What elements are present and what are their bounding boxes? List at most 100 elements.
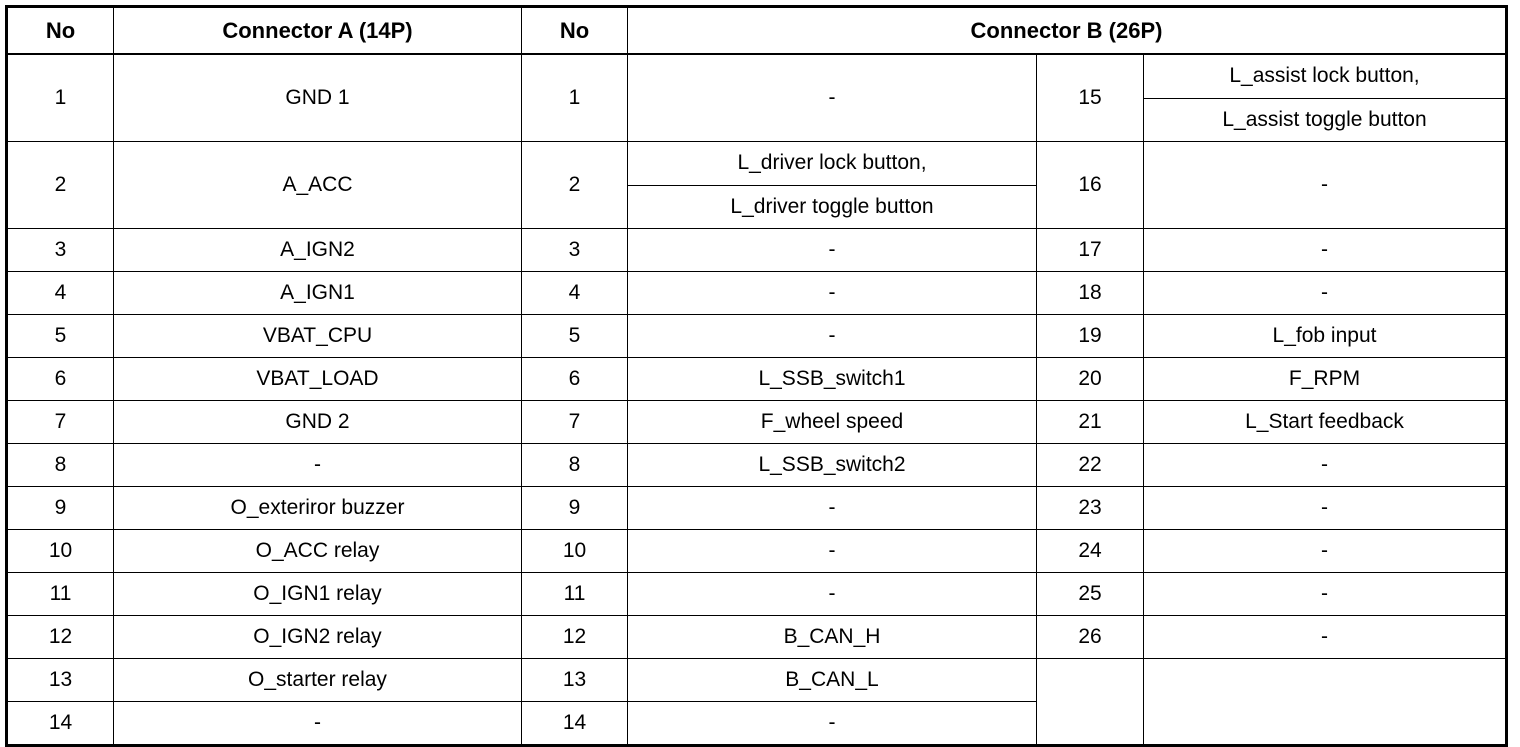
cell-no-a: 9 (6, 486, 114, 530)
cell-signal-a: GND 1 (113, 53, 522, 142)
cell-signal-a: O_IGN1 relay (113, 572, 522, 616)
cell-signal-b1: L_SSB_switch2 (627, 443, 1037, 487)
connector-pinout-table: No Connector A (14P) No Connector B (26P… (5, 5, 1508, 747)
cell-no-b1: 7 (521, 400, 628, 444)
cell-signal-b1-bottom: L_driver toggle button (730, 194, 934, 218)
cell-no-b2: 26 (1036, 615, 1144, 659)
cell-signal-a: A_ACC (113, 141, 522, 229)
cell-no-a: 4 (6, 271, 114, 315)
header-connector-a: Connector A (14P) (113, 6, 522, 55)
cell-signal-b2: - (1143, 443, 1507, 487)
cell-signal-b1: - (627, 529, 1037, 573)
cell-signal-b1: - (627, 701, 1037, 746)
cell-signal-b1: - (627, 228, 1037, 272)
cell-no-b2: 17 (1036, 228, 1144, 272)
table-row: 7 GND 2 7 F_wheel speed 21 L_Start feedb… (6, 400, 1507, 444)
table-body: 1 GND 1 1 - 15 L_assist lock button, L_a… (6, 53, 1507, 746)
cell-signal-b2: - (1143, 529, 1507, 573)
cell-signal-b1-split: L_driver lock button, L_driver toggle bu… (627, 141, 1037, 229)
cell-signal-a: GND 2 (113, 400, 522, 444)
table-row: 5 VBAT_CPU 5 - 19 L_fob input (6, 314, 1507, 358)
cell-no-b2: 16 (1036, 141, 1144, 229)
cell-no-a: 13 (6, 658, 114, 702)
cell-no-b2: 19 (1036, 314, 1144, 358)
cell-no-b2: 20 (1036, 357, 1144, 401)
cell-signal-b1-top: L_driver lock button, (737, 151, 927, 175)
cell-no-b2: 24 (1036, 529, 1144, 573)
header-no-connector-a: No (6, 6, 114, 55)
cell-signal-b2: L_Start feedback (1143, 400, 1507, 444)
cell-no-a: 7 (6, 400, 114, 444)
cell-no-b1: 5 (521, 314, 628, 358)
cell-no-b1: 2 (521, 141, 628, 229)
table-row: 11 O_IGN1 relay 11 - 25 - (6, 572, 1507, 616)
cell-signal-b2: - (1143, 615, 1507, 659)
header-no-connector-b: No (521, 6, 628, 55)
cell-signal-b2-top: L_assist lock button, (1229, 64, 1420, 88)
table-header-row: No Connector A (14P) No Connector B (26P… (6, 6, 1507, 55)
table-row: 10 O_ACC relay 10 - 24 - (6, 529, 1507, 573)
cell-no-a: 14 (6, 701, 114, 746)
table-row: 9 O_exteriror buzzer 9 - 23 - (6, 486, 1507, 530)
cell-no-b1: 8 (521, 443, 628, 487)
cell-signal-b1: B_CAN_H (627, 615, 1037, 659)
cell-signal-a: - (113, 443, 522, 487)
cell-signal-a: - (113, 701, 522, 746)
cell-signal-b2-split: L_assist lock button, L_assist toggle bu… (1143, 53, 1507, 142)
cell-signal-a: O_IGN2 relay (113, 615, 522, 659)
cell-no-b1: 1 (521, 53, 628, 142)
table-row: 1 GND 1 1 - 15 L_assist lock button, L_a… (6, 53, 1507, 142)
cell-no-b2-empty (1036, 658, 1144, 746)
cell-no-b1: 14 (521, 701, 628, 746)
cell-no-b2: 23 (1036, 486, 1144, 530)
cell-no-b2: 22 (1036, 443, 1144, 487)
cell-no-a: 6 (6, 357, 114, 401)
table-row: 3 A_IGN2 3 - 17 - (6, 228, 1507, 272)
cell-no-b2: 25 (1036, 572, 1144, 616)
cell-no-a: 10 (6, 529, 114, 573)
cell-no-b2: 15 (1036, 53, 1144, 142)
cell-no-a: 11 (6, 572, 114, 616)
cell-signal-a: A_IGN1 (113, 271, 522, 315)
cell-signal-b1: L_SSB_switch1 (627, 357, 1037, 401)
cell-signal-b1: - (627, 271, 1037, 315)
cell-no-b1: 4 (521, 271, 628, 315)
cell-no-a: 12 (6, 615, 114, 659)
cell-signal-b1: - (627, 53, 1037, 142)
cell-signal-b2: - (1143, 228, 1507, 272)
cell-signal-a: O_ACC relay (113, 529, 522, 573)
cell-signal-b2: - (1143, 572, 1507, 616)
header-connector-b: Connector B (26P) (627, 6, 1507, 55)
cell-signal-b2: - (1143, 486, 1507, 530)
cell-no-a: 2 (6, 141, 114, 229)
cell-signal-b2-bottom: L_assist toggle button (1222, 107, 1427, 131)
cell-signal-a: A_IGN2 (113, 228, 522, 272)
cell-signal-b2-empty (1143, 658, 1507, 746)
cell-signal-b1: - (627, 572, 1037, 616)
cell-no-a: 3 (6, 228, 114, 272)
cell-no-a: 5 (6, 314, 114, 358)
table-row: 4 A_IGN1 4 - 18 - (6, 271, 1507, 315)
table-row: 6 VBAT_LOAD 6 L_SSB_switch1 20 F_RPM (6, 357, 1507, 401)
cell-signal-a: VBAT_LOAD (113, 357, 522, 401)
table-row: 12 O_IGN2 relay 12 B_CAN_H 26 - (6, 615, 1507, 659)
cell-signal-a: VBAT_CPU (113, 314, 522, 358)
table-row: 13 O_starter relay 13 B_CAN_L (6, 658, 1507, 746)
cell-signal-b2: - (1143, 271, 1507, 315)
cell-signal-b1: - (627, 314, 1037, 358)
cell-no-a: 8 (6, 443, 114, 487)
table-row: 8 - 8 L_SSB_switch2 22 - (6, 443, 1507, 487)
cell-signal-b1: F_wheel speed (627, 400, 1037, 444)
cell-signal-b1: - (627, 486, 1037, 530)
cell-no-b1: 10 (521, 529, 628, 573)
cell-no-a: 1 (6, 53, 114, 142)
table-row: 2 A_ACC 2 L_driver lock button, L_driver… (6, 141, 1507, 229)
cell-signal-b2: L_fob input (1143, 314, 1507, 358)
cell-no-b1: 3 (521, 228, 628, 272)
cell-no-b1: 6 (521, 357, 628, 401)
cell-signal-b2: - (1143, 141, 1507, 229)
cell-signal-b2: F_RPM (1143, 357, 1507, 401)
cell-no-b2: 21 (1036, 400, 1144, 444)
cell-no-b1: 12 (521, 615, 628, 659)
